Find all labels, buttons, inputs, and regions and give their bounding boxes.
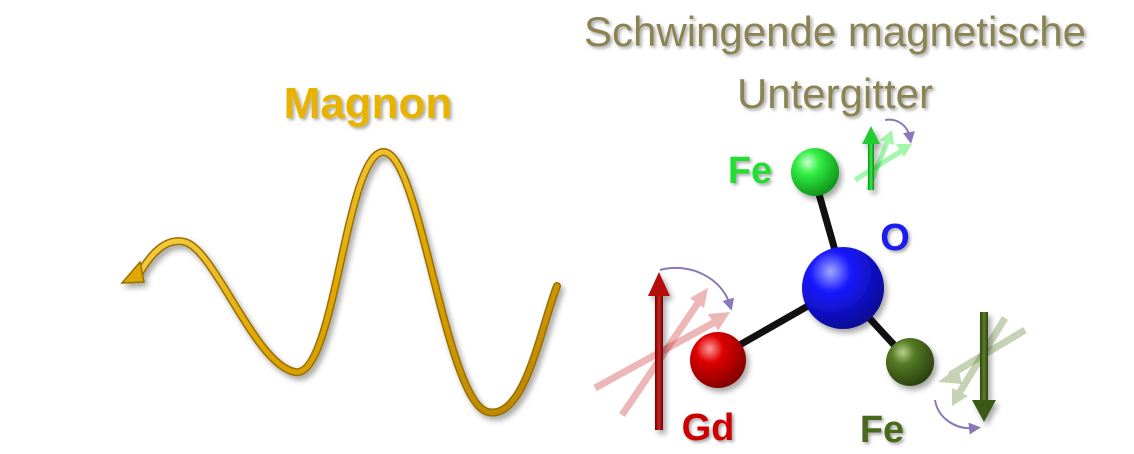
magnon-wave: [120, 147, 561, 417]
fe-bottom-spin-arrows: [934, 312, 1027, 435]
fe-top-spin-ghost-arrow-icon: [853, 144, 912, 183]
title-line-2: Untergitter: [737, 70, 933, 117]
gd-precession-arc-icon: [659, 266, 735, 311]
fe-top-atom: [791, 148, 839, 196]
fe-bottom-precession-arc-icon: [934, 399, 981, 435]
fe-bottom-spin-arrow-icon: [972, 312, 996, 422]
fe-bottom-label: Fe: [860, 409, 904, 451]
fe-top-spin-arrow-icon: [862, 126, 880, 190]
fe-bottom-atom: [886, 338, 934, 386]
fe-top-spin-arrows: [853, 118, 915, 191]
title-line-1: Schwingende magnetische: [584, 8, 1086, 55]
gd-atom: [690, 332, 746, 388]
magnon-label: Magnon: [284, 79, 453, 128]
fe-bottom-spin-ghost-arrow-2-icon: [952, 316, 1008, 406]
gd-spin-arrows: [593, 266, 735, 430]
wave-arrowhead-icon: [120, 260, 145, 284]
gd-spin-arrow-icon: [648, 272, 670, 430]
fe-top-precession-arc-icon: [884, 118, 915, 144]
oxygen-label: O: [880, 217, 910, 259]
gd-label: Gd: [682, 407, 735, 449]
fe-top-label: Fe: [728, 150, 772, 192]
oxygen-atom: [802, 247, 884, 329]
